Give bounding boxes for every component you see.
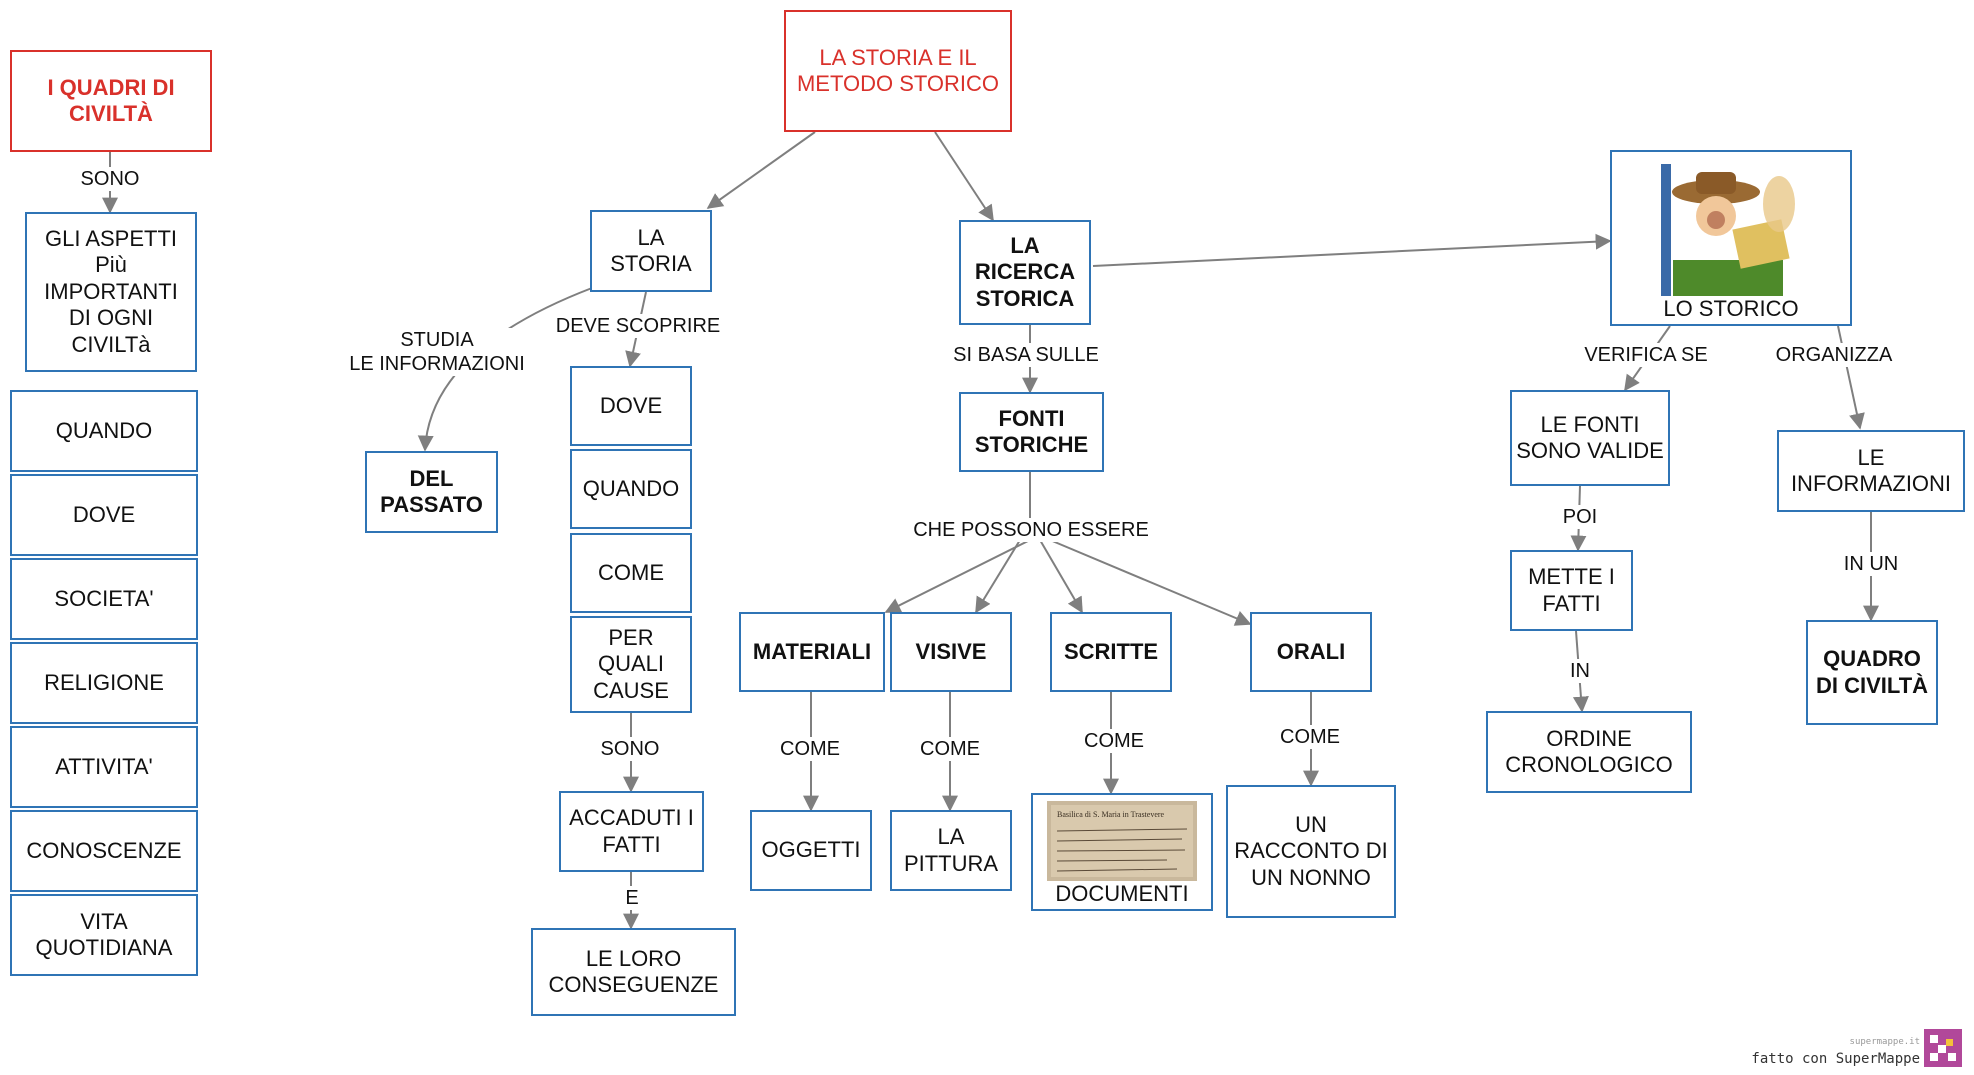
node-quadri-di-civilta[interactable]: I QUADRI DI CIVILTÀ bbox=[10, 50, 212, 152]
edge-label-come-visive: COME bbox=[918, 737, 982, 761]
node-fonti-storiche[interactable]: FONTI STORICHE bbox=[959, 392, 1104, 472]
edge-label-studia: STUDIA LE INFORMAZIONI bbox=[347, 328, 527, 376]
footer-site: supermappe.it bbox=[1849, 1037, 1920, 1047]
node-dove-left[interactable]: DOVE bbox=[10, 474, 198, 556]
node-societa[interactable]: SOCIETA' bbox=[10, 558, 198, 640]
edge-label-deve-scoprire: DEVE SCOPRIRE bbox=[553, 314, 723, 338]
node-la-storia[interactable]: LA STORIA bbox=[590, 210, 712, 292]
node-lo-storico[interactable]: LO STORICO bbox=[1610, 150, 1852, 326]
footer-brand: fatto con SuperMappe bbox=[1751, 1051, 1920, 1067]
edge-label-sono-mid: SONO bbox=[598, 737, 662, 761]
node-fonti-valide[interactable]: LE FONTI SONO VALIDE bbox=[1510, 390, 1670, 486]
node-main-title[interactable]: LA STORIA E IL METODO STORICO bbox=[784, 10, 1012, 132]
node-quando[interactable]: QUANDO bbox=[570, 449, 692, 529]
footer-credit: supermappe.it fatto con SuperMappe bbox=[1751, 1037, 1920, 1067]
node-dove[interactable]: DOVE bbox=[570, 366, 692, 446]
supermappe-logo-icon bbox=[1924, 1029, 1962, 1067]
edge-label-come-materiali: COME bbox=[778, 737, 842, 761]
node-quando-left[interactable]: QUANDO bbox=[10, 390, 198, 472]
node-oggetti[interactable]: OGGETTI bbox=[750, 810, 872, 891]
edge-label-poi: POI bbox=[1560, 505, 1600, 529]
node-accaduti-i-fatti[interactable]: ACCADUTI I FATTI bbox=[559, 791, 704, 872]
node-vita-quotidiana[interactable]: VITA QUOTIDIANA bbox=[10, 894, 198, 976]
node-ricerca-storica[interactable]: LA RICERCA STORICA bbox=[959, 220, 1091, 325]
edge-label-e: E bbox=[623, 886, 641, 910]
node-per-quali-cause[interactable]: PER QUALI CAUSE bbox=[570, 616, 692, 713]
edge-label-che-possono: CHE POSSONO ESSERE bbox=[911, 518, 1151, 542]
node-conoscenze[interactable]: CONOSCENZE bbox=[10, 810, 198, 892]
node-del-passato[interactable]: DEL PASSATO bbox=[365, 451, 498, 533]
node-mette-i-fatti[interactable]: METTE I FATTI bbox=[1510, 550, 1633, 631]
node-documenti-label: DOCUMENTI bbox=[1055, 880, 1189, 906]
edge-label-verifica: VERIFICA SE bbox=[1582, 343, 1710, 367]
node-lo-storico-label: LO STORICO bbox=[1663, 295, 1799, 321]
node-documenti[interactable]: Basilica di S. Maria in Trastevere DOCUM… bbox=[1031, 793, 1213, 911]
edge-label-si-basa: SI BASA SULLE bbox=[951, 343, 1101, 367]
node-le-informazioni[interactable]: LE INFORMAZIONI bbox=[1777, 430, 1965, 512]
node-aspetti[interactable]: GLI ASPETTI Più IMPORTANTI DI OGNI CIVIL… bbox=[25, 212, 197, 372]
historian-image bbox=[1661, 163, 1795, 296]
edge-label-in: IN bbox=[1568, 659, 1592, 683]
node-scritte[interactable]: SCRITTE bbox=[1050, 612, 1172, 692]
edge-label-come-orali: COME bbox=[1278, 725, 1342, 749]
node-attivita[interactable]: ATTIVITA' bbox=[10, 726, 198, 808]
node-la-pittura[interactable]: LA PITTURA bbox=[890, 810, 1012, 891]
document-header-text: Basilica di S. Maria in Trastevere bbox=[1057, 810, 1165, 819]
node-materiali[interactable]: MATERIALI bbox=[739, 612, 885, 692]
edge-label-sono-left: SONO bbox=[78, 167, 142, 191]
edge-label-come-scritte: COME bbox=[1082, 729, 1146, 753]
node-come[interactable]: COME bbox=[570, 533, 692, 613]
node-racconto-nonno[interactable]: UN RACCONTO DI UN NONNO bbox=[1226, 785, 1396, 918]
document-image: Basilica di S. Maria in Trastevere bbox=[1047, 800, 1197, 881]
node-visive[interactable]: VISIVE bbox=[890, 612, 1012, 692]
node-orali[interactable]: ORALI bbox=[1250, 612, 1372, 692]
node-ordine-cronologico[interactable]: ORDINE CRONOLOGICO bbox=[1486, 711, 1692, 793]
edge-label-in-un: IN UN bbox=[1841, 552, 1901, 576]
node-religione[interactable]: RELIGIONE bbox=[10, 642, 198, 724]
edge-label-organizza: ORGANIZZA bbox=[1773, 343, 1895, 367]
node-loro-conseguenze[interactable]: LE LORO CONSEGUENZE bbox=[531, 928, 736, 1016]
node-quadro-di-civilta[interactable]: QUADRO DI CIVILTÀ bbox=[1806, 620, 1938, 725]
